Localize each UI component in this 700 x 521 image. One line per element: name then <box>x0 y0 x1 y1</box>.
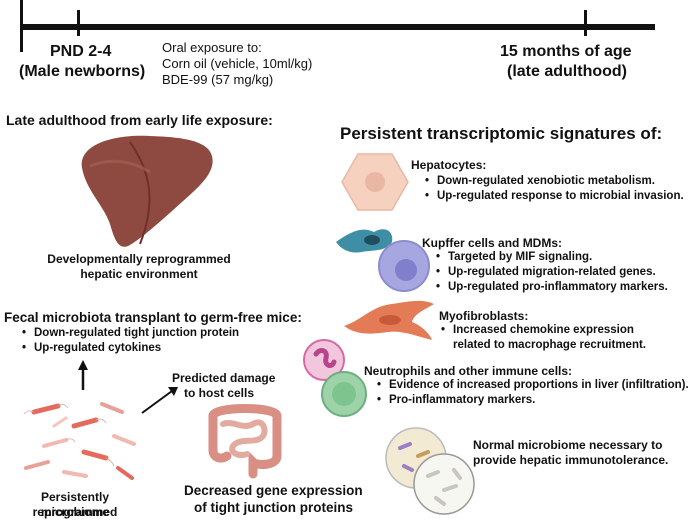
hepatocyte-icon <box>341 153 409 211</box>
kupffer-bullets: Targeted by MIF signaling. Up-regulated … <box>434 250 668 295</box>
myofibroblast-bullet: Increased chemokine expression <box>439 323 646 338</box>
hepatocytes-bullets: Down-regulated xenobiotic metabolism. Up… <box>423 174 684 204</box>
exposure-vehicle: Corn oil (vehicle, 10ml/kg) <box>162 56 313 71</box>
timeline-end-tick <box>584 10 587 36</box>
fmt-heading: Fecal microbiota transplant to germ-free… <box>4 310 302 325</box>
pnd-title: PND 2-4 <box>50 43 112 60</box>
kupffer-bullet: Targeted by MIF signaling. <box>434 250 668 265</box>
liver-caption-line2: hepatic environment <box>80 267 198 281</box>
neutrophils-bullet: Pro-inflammatory markers. <box>375 393 689 408</box>
exposure-heading: Oral exposure to: <box>162 40 262 55</box>
gut-caption-line1: Decreased gene expression <box>184 483 363 498</box>
microbiome-note-line1: Normal microbiome necessary to <box>473 438 663 452</box>
myofibroblast-bullet-text: related to macrophage recruitment. <box>453 339 646 351</box>
kupffer-bullet: Up-regulated pro-inflammatory markers. <box>434 280 668 295</box>
liver-caption-line1: Developmentally reprogrammed <box>47 252 231 266</box>
damage-caption-line2: to host cells <box>184 386 255 400</box>
kupffer-cell-icon <box>336 229 430 292</box>
hepatocytes-bullet: Down-regulated xenobiotic metabolism. <box>423 174 684 189</box>
kupffer-bullet: Up-regulated migration-related genes. <box>434 265 668 280</box>
fmt-bullet: Down-regulated tight junction protein <box>20 326 239 341</box>
damage-caption-line1: Predicted damage <box>172 371 276 385</box>
microbiome-caption-line2: microbiome <box>40 505 109 519</box>
end-subtitle: (late adulthood) <box>507 63 627 80</box>
kupffer-title: Kupffer cells and MDMs: <box>422 236 563 250</box>
timeline <box>20 0 655 52</box>
hepatocytes-title: Hepatocytes: <box>411 158 487 172</box>
myofibroblast-bullets: Increased chemokine expression related t… <box>439 323 646 353</box>
end-title: 15 months of age <box>500 43 632 60</box>
neutrophils-title: Neutrophils and other immune cells: <box>364 364 573 378</box>
intestine-icon <box>208 404 282 479</box>
neutrophils-bullets: Evidence of increased proportions in liv… <box>375 378 689 408</box>
bacteria-icon <box>23 402 136 480</box>
microbiome-caption-line1: Persistently reprogrammed <box>32 490 118 519</box>
gut-caption-line2: of tight junction proteins <box>194 500 353 515</box>
signatures-heading: Persistent transcriptomic signatures of: <box>340 124 663 143</box>
pnd-subtitle: (Male newborns) <box>19 63 146 80</box>
microbiome-dish-icon <box>385 427 475 515</box>
myofibroblast-title: Myofibroblasts: <box>439 309 529 323</box>
timeline-pnd-tick <box>77 10 80 36</box>
timeline-bar <box>21 24 655 30</box>
late-adulthood-heading: Late adulthood from early life exposure: <box>6 112 273 128</box>
myofibroblast-icon <box>344 300 434 340</box>
exposure-bde99: BDE-99 (57 mg/kg) <box>162 72 274 87</box>
fmt-bullets: Down-regulated tight junction protein Up… <box>20 326 239 356</box>
myofibroblast-bullet-cont: related to macrophage recruitment. <box>439 338 646 353</box>
fmt-bullet: Up-regulated cytokines <box>20 341 239 356</box>
timeline-start-tick <box>20 0 23 52</box>
microbiome-note-line2: provide hepatic immunotolerance. <box>473 453 669 467</box>
diagonal-arrow <box>141 387 178 414</box>
up-arrow <box>78 360 88 390</box>
neutrophil-icon <box>303 339 367 417</box>
hepatocytes-bullet: Up-regulated response to microbial invas… <box>423 189 684 204</box>
liver-icon <box>81 135 213 247</box>
neutrophils-bullet: Evidence of increased proportions in liv… <box>375 378 689 393</box>
